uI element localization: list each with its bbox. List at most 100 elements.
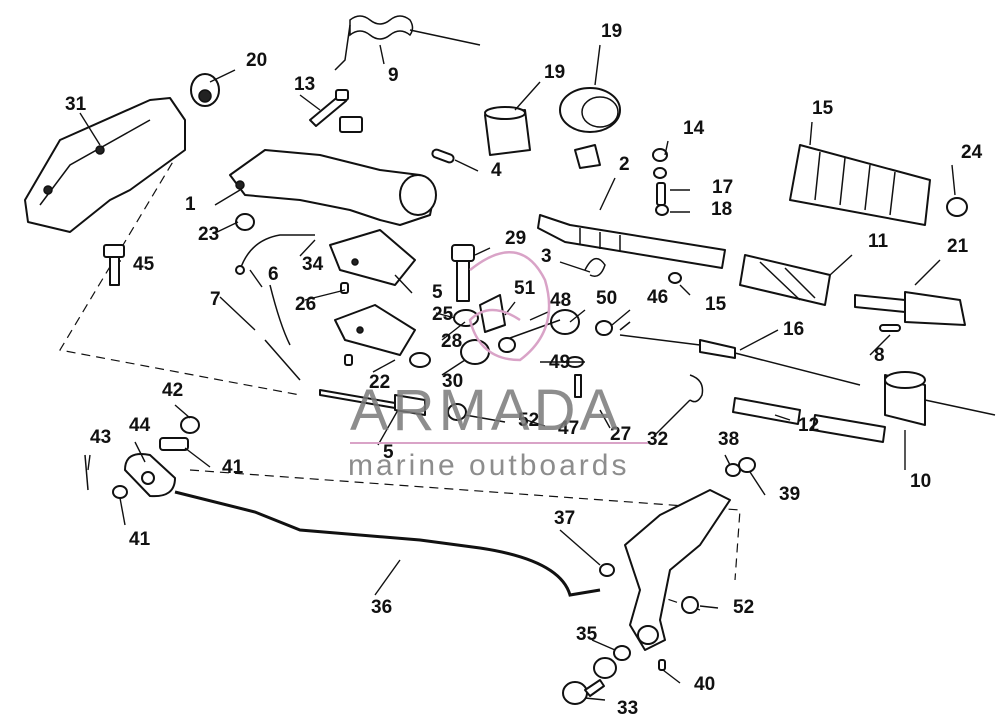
part-callout-5: 5 <box>383 442 394 463</box>
part-callout-51: 51 <box>514 278 536 299</box>
part-callout-52: 52 <box>518 410 539 431</box>
callout-leader <box>134 441 146 463</box>
callout-leader <box>809 121 813 146</box>
callout-leader <box>379 44 385 65</box>
lower-hardware-parts <box>319 374 582 421</box>
part-callout-27: 27 <box>610 424 631 445</box>
spring-clip-part <box>584 257 606 277</box>
part-callout-23: 23 <box>198 224 219 245</box>
callout-leader <box>594 44 601 86</box>
callout-leader <box>474 247 491 256</box>
callout-leader <box>611 309 631 326</box>
callout-leader <box>739 329 779 351</box>
part-callout-8: 8 <box>874 345 885 366</box>
callout-leader-lines <box>79 44 956 701</box>
part-callout-11: 11 <box>868 231 889 252</box>
part-callout-33: 33 <box>617 698 638 719</box>
bracket-part <box>24 97 186 233</box>
part-callout-29: 29 <box>505 228 526 249</box>
callout-leader <box>119 497 126 526</box>
watermark-logo-mark <box>468 250 551 362</box>
watermark-title: ARMADA <box>350 378 622 443</box>
spring-part <box>334 15 481 71</box>
callout-leader <box>441 359 466 376</box>
part-callout-19: 19 <box>544 62 565 83</box>
lever-washer-part <box>681 596 699 614</box>
bushing-part <box>484 106 531 156</box>
part-callout-13: 13 <box>294 74 315 95</box>
bolt-part <box>309 89 349 127</box>
part-callout-47: 47 <box>558 418 579 439</box>
part-callout-37: 37 <box>554 508 575 529</box>
part-callout-1: 1 <box>185 194 196 215</box>
part-callout-12: 12 <box>798 415 819 436</box>
grip-insert-part <box>739 254 831 306</box>
part-callout-20: 20 <box>246 50 267 71</box>
washer-part <box>190 73 220 107</box>
part-callout-52: 52 <box>733 597 754 618</box>
callout-leader <box>435 312 456 319</box>
block-parts <box>235 213 431 368</box>
part-callout-41: 41 <box>222 457 244 478</box>
callout-leader <box>869 334 891 356</box>
control-lever-part <box>624 489 731 651</box>
callout-leader <box>529 311 549 321</box>
callout-leader <box>774 414 791 421</box>
callout-leader <box>662 669 681 684</box>
cable-clip-part <box>689 374 704 403</box>
pin-part <box>431 148 455 164</box>
callout-leader <box>951 164 956 196</box>
callout-leader <box>599 409 611 429</box>
part-callout-14: 14 <box>683 118 705 139</box>
part-callout-7: 7 <box>210 289 221 310</box>
callout-leader <box>174 404 191 419</box>
callout-leader <box>699 605 719 609</box>
part-callout-19: 19 <box>601 21 622 42</box>
callout-leader <box>679 284 691 296</box>
nut-parts <box>599 457 756 577</box>
part-callout-5: 5 <box>432 282 443 303</box>
long-bolt-part <box>451 244 475 302</box>
callout-leader <box>464 414 506 423</box>
wire-lead-parts <box>235 234 315 381</box>
part-callout-10: 10 <box>910 471 931 492</box>
throttle-shaft-part <box>537 214 726 269</box>
part-callout-15: 15 <box>705 294 727 315</box>
part-callout-36: 36 <box>371 597 392 618</box>
cap-part <box>946 197 968 217</box>
part-callout-15: 15 <box>812 98 834 119</box>
part-callout-44: 44 <box>129 415 151 436</box>
callout-leader <box>829 254 853 276</box>
part-callout-31: 31 <box>65 94 87 115</box>
callout-leader <box>454 159 479 172</box>
part-callout-40: 40 <box>694 674 715 695</box>
part-callout-41: 41 <box>129 529 151 550</box>
callout-labels: 1234556789101112131415151617181919202122… <box>65 21 983 719</box>
watermark-subtitle: marine outboards <box>348 449 629 482</box>
part-callout-6: 6 <box>268 264 279 285</box>
pivot-hardware-parts <box>562 645 666 705</box>
small-fittings <box>652 148 682 284</box>
callout-leader <box>299 239 316 257</box>
part-callout-38: 38 <box>718 429 739 450</box>
part-callout-9: 9 <box>388 65 399 86</box>
callout-leader <box>749 471 766 496</box>
callout-leader <box>184 447 211 468</box>
callout-leader <box>79 112 101 146</box>
callout-leader <box>569 309 586 323</box>
callout-leader <box>374 559 401 596</box>
part-callout-30: 30 <box>442 371 463 392</box>
part-callout-28: 28 <box>441 331 462 352</box>
callout-leader <box>214 189 241 206</box>
part-callout-45: 45 <box>133 254 155 275</box>
part-callout-35: 35 <box>576 624 598 645</box>
part-callout-46: 46 <box>647 287 668 308</box>
callout-leader <box>377 409 399 446</box>
cable-end-part <box>884 371 996 426</box>
callout-leader <box>441 321 466 341</box>
part-callout-18: 18 <box>711 199 732 220</box>
callout-leader <box>214 221 239 234</box>
collar-part <box>559 87 621 169</box>
callout-leader <box>724 454 731 466</box>
